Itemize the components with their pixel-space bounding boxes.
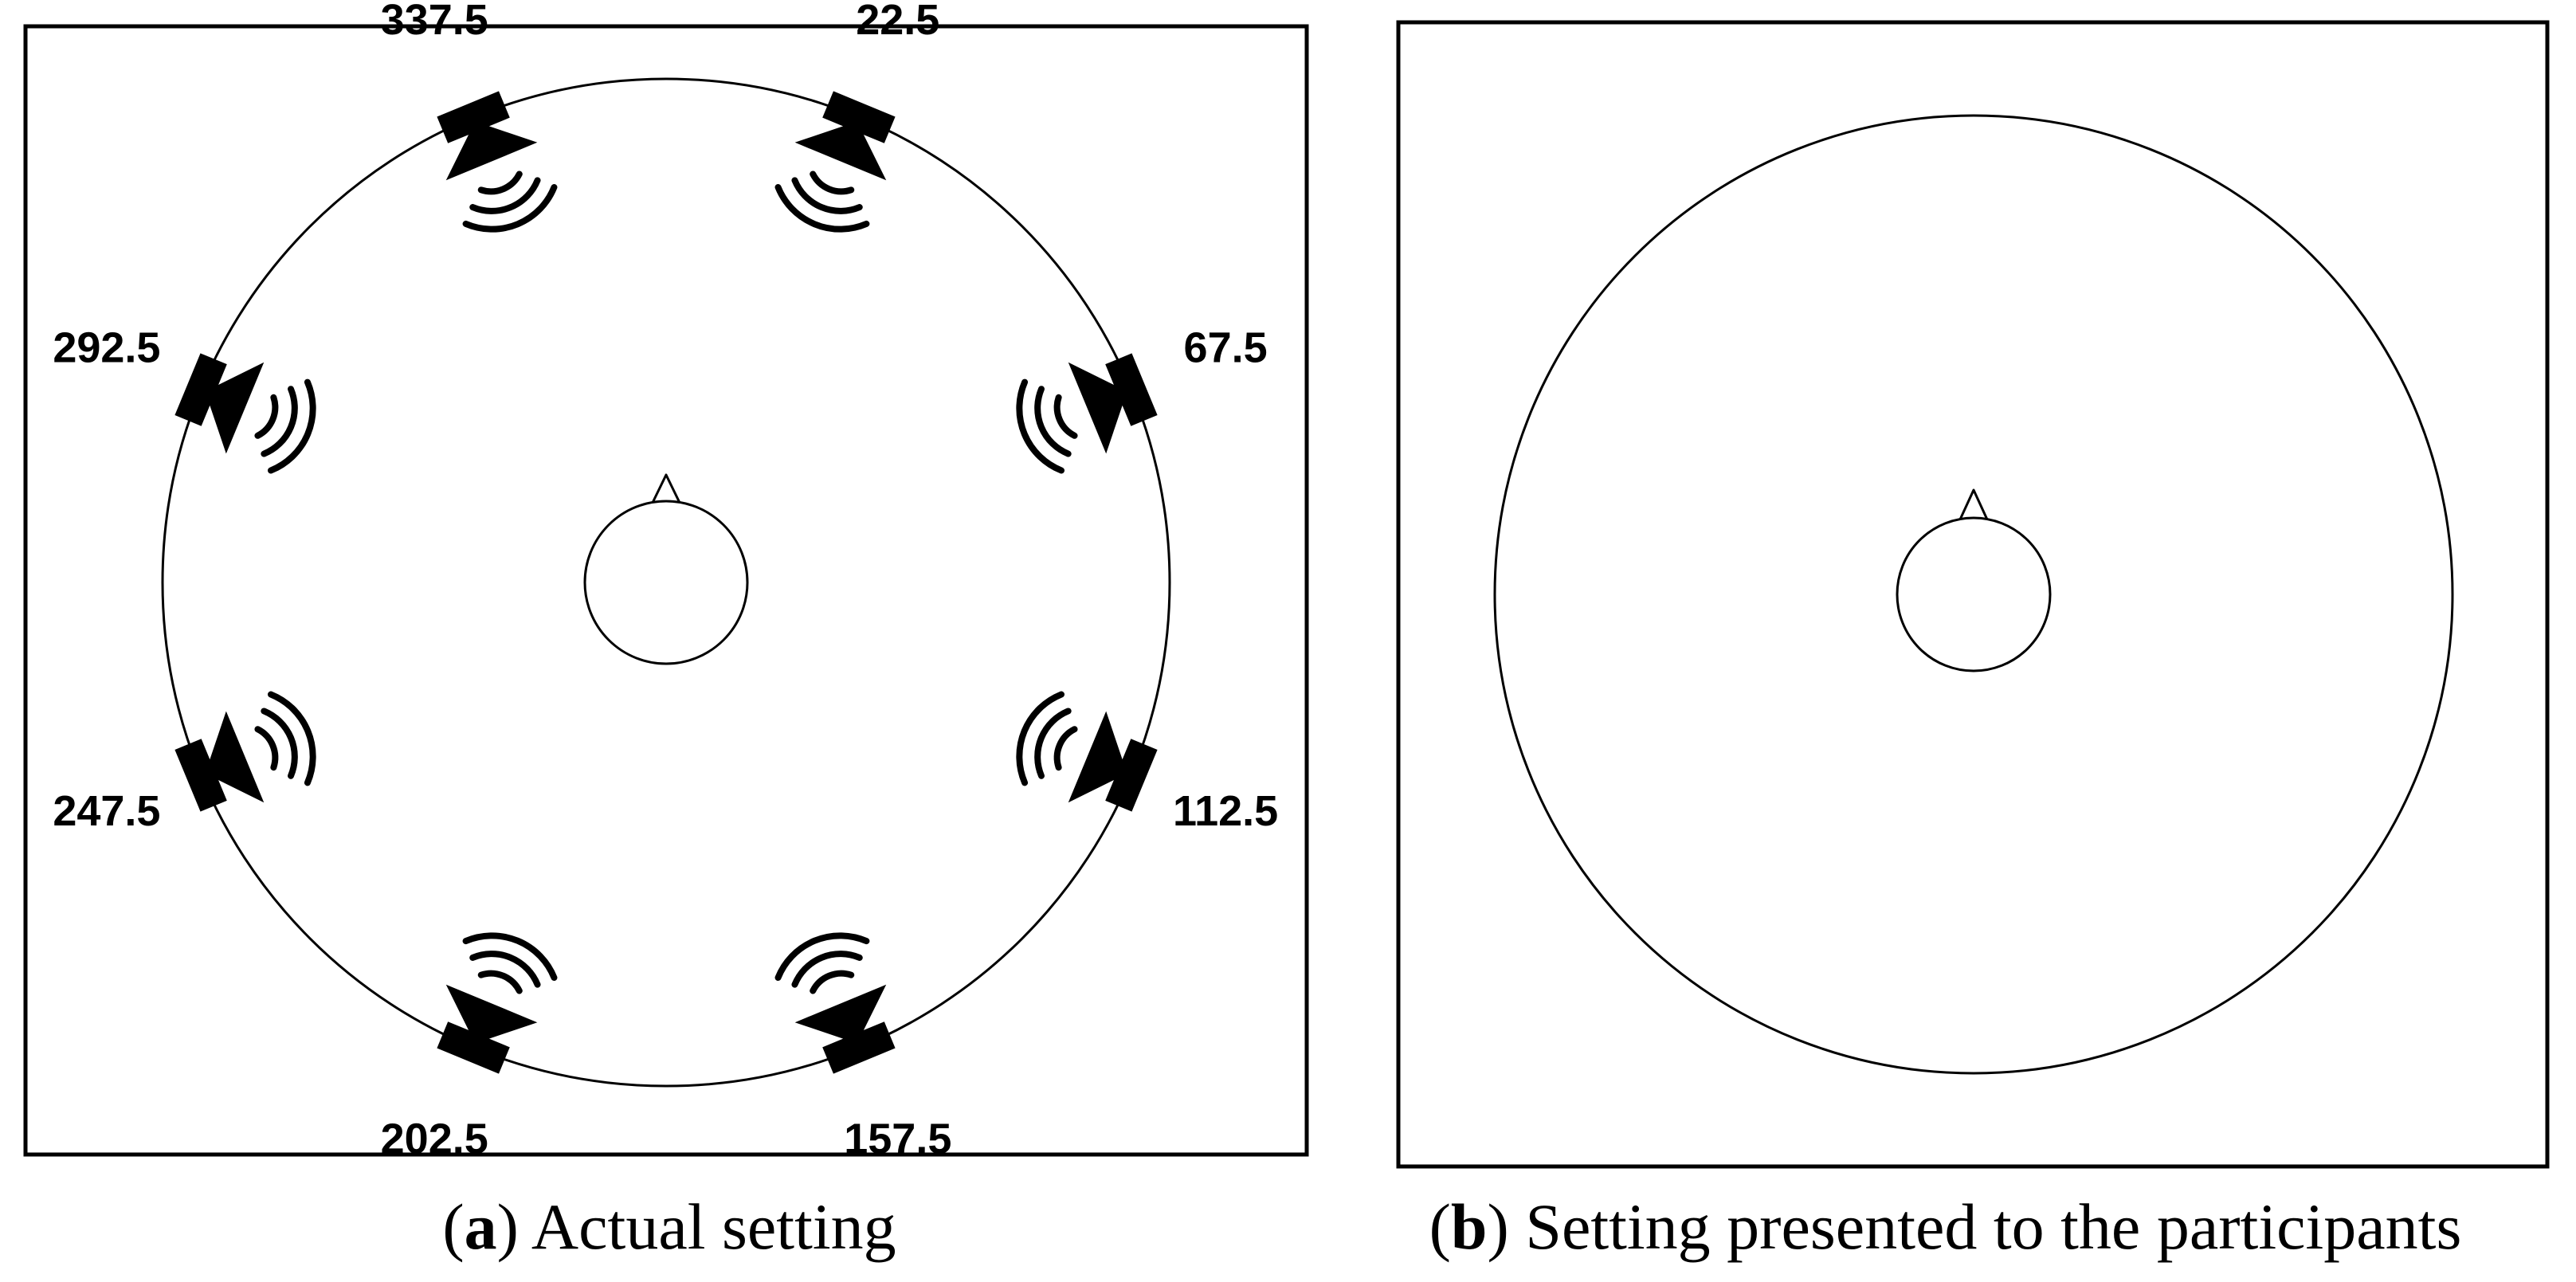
angle-label: 337.5: [381, 0, 488, 44]
panel-a-room-circle: [161, 77, 1171, 1088]
panel-a-head-nose: [650, 473, 682, 505]
speaker-icon: [769, 922, 910, 1080]
caption-a-letter: a: [464, 1190, 497, 1263]
panel-b-frame: [1396, 20, 2550, 1169]
angle-label: 22.5: [856, 0, 939, 44]
speaker-icon: [169, 339, 327, 480]
speaker-icon: [769, 85, 910, 243]
caption-a-text: ) Actual setting: [496, 1190, 896, 1263]
angle-label: 202.5: [381, 1115, 488, 1162]
caption-a-open: (: [442, 1190, 465, 1263]
panel-b: [1396, 20, 2550, 1169]
speaker-icon: [422, 85, 563, 243]
panel-a: 337.5 22.5 67.5 112.5 157.5 202.5 247.5 292.5: [23, 0, 1309, 1162]
panel-b-caption: (b) Setting presented to the participant…: [1315, 1187, 2576, 1267]
panel-b-room-circle: [1493, 114, 2454, 1075]
angle-label: 247.5: [53, 787, 160, 835]
speaker-icon: [1006, 685, 1163, 826]
angle-label: 292.5: [53, 323, 160, 371]
panel-b-head-nose: [1958, 488, 1989, 520]
panel-b-head: [1896, 516, 2052, 672]
speaker-icon: [169, 685, 327, 826]
caption-b-open: (: [1429, 1190, 1451, 1263]
panel-a-head: [583, 500, 749, 665]
angle-labels-layer: 337.5 22.5 67.5 112.5 157.5 202.5 247.5 292.5: [53, 0, 1278, 1162]
angle-label: 112.5: [1173, 787, 1278, 835]
speaker-icon: [422, 922, 563, 1080]
angle-label: 67.5: [1184, 323, 1268, 371]
caption-b-text: ) Setting presented to the participants: [1487, 1190, 2462, 1263]
caption-b-letter: b: [1450, 1190, 1488, 1263]
angle-label: 157.5: [844, 1115, 951, 1162]
panel-a-caption: (a) Actual setting: [24, 1187, 1315, 1267]
panel-a-frame: [23, 24, 1309, 1157]
speaker-icon: [1006, 339, 1163, 480]
